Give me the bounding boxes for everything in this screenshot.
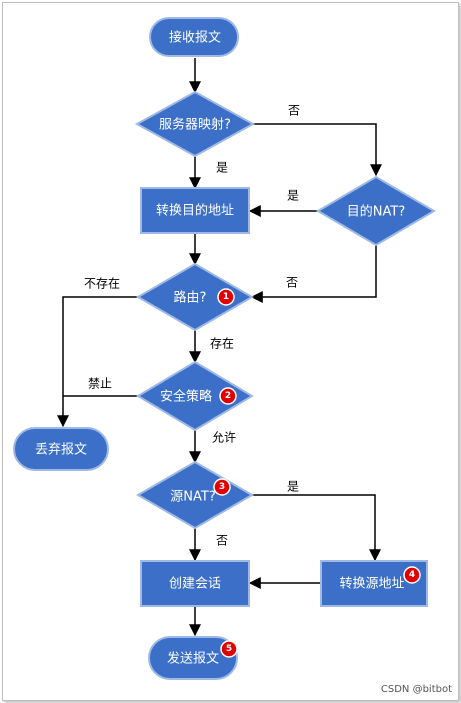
node-convert-dst-label: 转换目的地址 <box>156 203 234 219</box>
edge-label-not-exist: 不存在 <box>84 277 120 291</box>
node-drop-label: 丢弃报文 <box>35 443 87 458</box>
badge-4: 4 <box>403 566 421 584</box>
badge-2-label: 2 <box>225 391 231 401</box>
node-route-shape <box>136 262 254 332</box>
node-create-session-label: 创建会话 <box>169 577 221 592</box>
node-dst-nat-label: 目的NAT? <box>347 204 405 220</box>
edge-dstnat-route <box>250 245 377 303</box>
node-send-label: 发送报文 <box>167 651 219 667</box>
node-dst-nat-shape <box>316 175 436 247</box>
edge-route-drop <box>57 296 138 428</box>
badge-3-label: 3 <box>219 482 225 492</box>
edge-label-permit: 允许 <box>212 430 236 445</box>
edge-label-no-1: 否 <box>288 104 300 118</box>
edge-label-no-3: 否 <box>216 534 228 548</box>
badge-1-label: 1 <box>223 292 229 302</box>
node-create-session-shape <box>140 560 250 607</box>
badge-4-label: 4 <box>409 570 415 580</box>
node-receive-shape <box>149 17 239 57</box>
node-src-nat-label: 源NAT? <box>170 490 215 505</box>
badge-1: 1 <box>217 288 235 306</box>
edge-label-no-2: 否 <box>286 276 298 290</box>
badge-2: 2 <box>219 387 237 405</box>
node-server-map-shape <box>134 90 256 158</box>
edge-label-yes-1: 是 <box>216 161 228 175</box>
node-convert-dst-shape <box>140 187 250 234</box>
edge-label-exist: 存在 <box>210 337 234 351</box>
edge-label-yes-2: 是 <box>287 189 299 203</box>
node-route-label: 路由? <box>174 290 207 306</box>
node-convert-src-label: 转换源地址 <box>339 577 404 592</box>
node-receive-label: 接收报文 <box>169 30 221 46</box>
node-send-shape <box>148 636 238 680</box>
badge-5: 5 <box>220 640 238 658</box>
edge-label-yes-3: 是 <box>287 480 299 494</box>
node-security-policy-label: 安全策略 <box>160 389 212 405</box>
node-drop-shape <box>13 427 109 471</box>
badge-5-label: 5 <box>226 644 232 654</box>
watermark: CSDN @bitbot <box>381 684 452 695</box>
edge-label-deny: 禁止 <box>88 377 112 391</box>
edge-srcnat-convertsrc <box>252 494 381 562</box>
edge-servermap-dstnat <box>253 123 382 177</box>
badge-3: 3 <box>213 478 231 496</box>
node-security-policy-shape <box>136 360 254 432</box>
node-server-map-label: 服务器映射? <box>159 117 231 133</box>
